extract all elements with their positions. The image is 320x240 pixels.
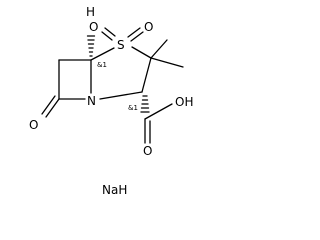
bond-s-o-left-a <box>104 27 116 37</box>
structure-canvas: H O S O N O OH O &1 &1 NaH <box>29 5 193 197</box>
atom-o-sulfonyl-left: O <box>89 20 98 34</box>
atom-o-sulfonyl-right: O <box>144 20 153 34</box>
stereo-label-c5: &1 <box>97 61 107 69</box>
hashed-wedge-h <box>86 35 96 57</box>
bond-c7-o-outer <box>45 98 60 118</box>
molecule-diagram: H O S O N O OH O &1 &1 NaH <box>29 5 193 197</box>
bond-c5-s <box>90 47 115 61</box>
atom-oh: OH <box>175 95 193 109</box>
counterion-label: NaH <box>102 183 127 197</box>
atom-s: S <box>117 38 125 52</box>
bond-c2-methyl-up <box>150 39 168 59</box>
bond-s-o-right-b <box>130 31 144 42</box>
atom-o-carbonyl: O <box>29 118 38 132</box>
bond-s-o-left-b <box>101 31 113 41</box>
hashed-bond-c3-cooh <box>140 95 150 113</box>
atom-h: H <box>86 5 95 19</box>
bond-s-c2 <box>131 46 152 59</box>
atom-n: N <box>87 94 96 108</box>
bond-c-oh <box>144 103 173 120</box>
bond-c2-c3 <box>141 57 152 93</box>
bond-s-o-right-a <box>127 27 141 38</box>
bond-c3-n <box>99 91 143 100</box>
bond-c2-methyl-right <box>150 57 184 68</box>
atom-o-carboxyl: O <box>143 144 152 158</box>
stereo-label-c3: &1 <box>128 104 138 112</box>
bond-c7-o-inner <box>41 95 56 115</box>
